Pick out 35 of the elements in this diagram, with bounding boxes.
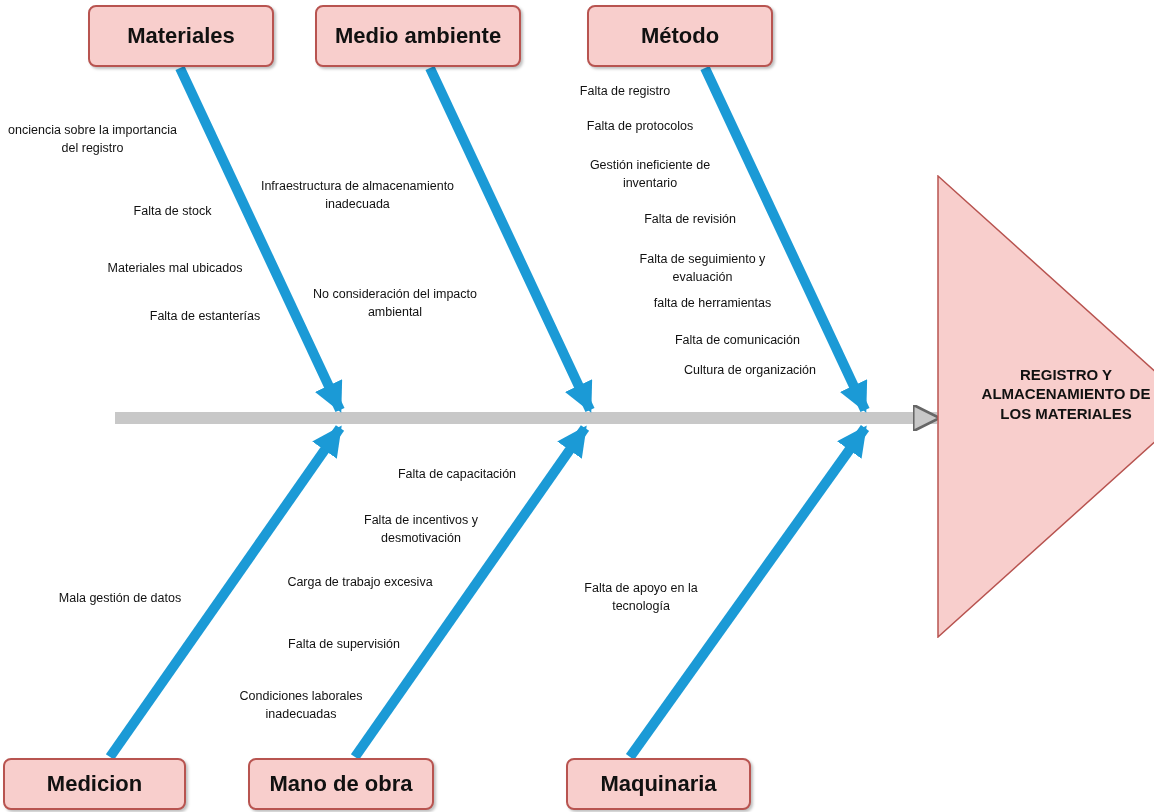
cause-label: Falta de stock: [132, 203, 213, 220]
cause-label: Mala gestión de datos: [57, 590, 183, 607]
cause-arrow: [700, 65, 870, 413]
cause-arrow: [105, 425, 345, 760]
cause-label: Gestión ineficiente de inventario: [588, 157, 712, 193]
cause-label: Cultura de organización: [683, 362, 817, 379]
cause-label: onciencia sobre la importancia del registro: [7, 122, 178, 158]
cause-label: Materiales mal ubicados: [106, 260, 244, 277]
category-box: Mano de obra: [248, 758, 434, 810]
cause-label: Falta de comunicación: [673, 332, 802, 349]
cause-label: Falta de supervisión: [287, 636, 401, 653]
cause-label: Falta de revisión: [643, 211, 737, 228]
category-box: Materiales: [88, 5, 274, 67]
category-box: Medio ambiente: [315, 5, 521, 67]
cause-label: Falta de registro: [578, 83, 672, 100]
cause-arrow: [425, 65, 595, 413]
cause-label: Condiciones laborales inadecuadas: [238, 688, 364, 724]
cause-label: No consideración del impacto ambiental: [312, 286, 478, 322]
cause-label: Falta de apoyo en la tecnología: [583, 580, 699, 616]
cause-label: Falta de protocolos: [585, 118, 695, 135]
category-box: Método: [587, 5, 773, 67]
cause-label: falta de herramientas: [652, 295, 773, 312]
effect-label: REGISTRO Y ALMACENAMIENTO DE LOS MATERIALES: [980, 364, 1152, 423]
cause-label: Falta de capacitación: [396, 466, 518, 483]
effect-triangle: [937, 175, 1154, 638]
cause-arrow: [175, 65, 345, 413]
category-box: Maquinaria: [566, 758, 751, 810]
cause-label: Falta de estanterías: [148, 308, 262, 325]
cause-label: Falta de seguimiento y evaluación: [638, 251, 767, 287]
cause-arrow: [625, 425, 870, 760]
cause-arrow: [350, 425, 590, 760]
cause-label: Infraestructura de almacenamiento inadecuada: [259, 178, 456, 214]
cause-label: Falta de incentivos y desmotivación: [363, 512, 479, 548]
cause-label: Carga de trabajo excesiva: [286, 574, 434, 591]
category-box: Medicion: [3, 758, 186, 810]
